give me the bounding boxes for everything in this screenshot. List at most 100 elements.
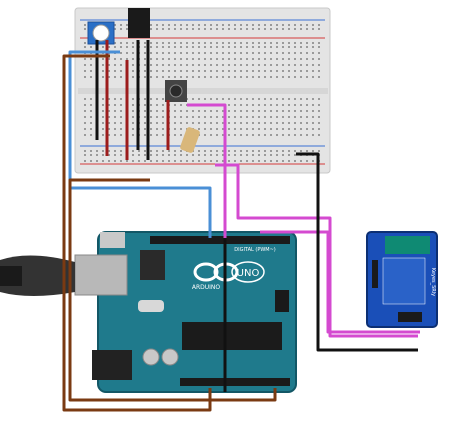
breadboard-hole — [138, 154, 140, 156]
breadboard-hole — [144, 128, 146, 130]
breadboard-hole — [204, 150, 206, 152]
breadboard-hole — [144, 122, 146, 124]
breadboard-hole — [186, 52, 188, 54]
breadboard-hole — [150, 24, 152, 26]
breadboard-hole — [132, 110, 134, 112]
breadboard-hole — [204, 122, 206, 124]
breadboard-hole — [258, 46, 260, 48]
breadboard-hole — [162, 64, 164, 66]
breadboard-hole — [246, 160, 248, 162]
breadboard-hole — [192, 24, 194, 26]
breadboard-hole — [156, 110, 158, 112]
breadboard-hole — [300, 70, 302, 72]
breadboard-hole — [210, 28, 212, 30]
breadboard-hole — [258, 134, 260, 136]
breadboard-hole — [162, 110, 164, 112]
breadboard-hole — [84, 128, 86, 130]
breadboard-hole — [192, 110, 194, 112]
breadboard-hole — [318, 24, 320, 26]
resistor-icon — [180, 127, 200, 153]
breadboard-hole — [108, 116, 110, 118]
breadboard-hole — [312, 110, 314, 112]
breadboard-hole — [288, 52, 290, 54]
breadboard-hole — [114, 122, 116, 124]
breadboard-hole — [270, 52, 272, 54]
breadboard-hole — [186, 42, 188, 44]
breadboard-hole — [294, 116, 296, 118]
breadboard-hole — [156, 24, 158, 26]
breadboard-hole — [204, 58, 206, 60]
breadboard-hole — [168, 160, 170, 162]
breadboard-hole — [234, 42, 236, 44]
breadboard-hole — [282, 104, 284, 106]
breadboard-hole — [150, 52, 152, 54]
breadboard-hole — [294, 24, 296, 26]
breadboard-hole — [270, 134, 272, 136]
breadboard-hole — [186, 28, 188, 30]
breadboard-hole — [234, 58, 236, 60]
breadboard-hole — [132, 64, 134, 66]
breadboard-hole — [294, 110, 296, 112]
breadboard-hole — [270, 150, 272, 152]
breadboard-hole — [198, 110, 200, 112]
breadboard-hole — [198, 58, 200, 60]
breadboard-hole — [240, 76, 242, 78]
breadboard-hole — [120, 64, 122, 66]
breadboard-hole — [222, 28, 224, 30]
breadboard-hole — [204, 24, 206, 26]
breadboard-hole — [312, 134, 314, 136]
breadboard-hole — [180, 150, 182, 152]
breadboard-hole — [150, 70, 152, 72]
breadboard-hole — [90, 64, 92, 66]
breadboard-hole — [162, 98, 164, 100]
breadboard-hole — [102, 160, 104, 162]
breadboard-hole — [252, 58, 254, 60]
breadboard-hole — [276, 128, 278, 130]
breadboard-hole — [216, 122, 218, 124]
breadboard-hole — [144, 64, 146, 66]
breadboard-hole — [240, 122, 242, 124]
breadboard-hole — [132, 154, 134, 156]
breadboard-hole — [318, 98, 320, 100]
breadboard-hole — [108, 104, 110, 106]
breadboard-hole — [156, 128, 158, 130]
breadboard-hole — [276, 64, 278, 66]
wire-black-relay — [296, 152, 418, 352]
breadboard-hole — [84, 110, 86, 112]
breadboard-hole — [156, 28, 158, 30]
breadboard-hole — [180, 104, 182, 106]
usb-chip — [140, 250, 165, 280]
breadboard-hole — [294, 98, 296, 100]
breadboard-hole — [168, 52, 170, 54]
breadboard-hole — [294, 154, 296, 156]
breadboard-hole — [222, 150, 224, 152]
breadboard-hole — [162, 70, 164, 72]
breadboard-hole — [258, 150, 260, 152]
breadboard-hole — [306, 46, 308, 48]
breadboard-hole — [186, 76, 188, 78]
breadboard-hole — [102, 58, 104, 60]
breadboard-hole — [276, 98, 278, 100]
breadboard-hole — [246, 128, 248, 130]
breadboard-hole — [228, 104, 230, 106]
wire-magenta-3 — [260, 230, 420, 334]
breadboard-hole — [282, 28, 284, 30]
voltage-regulator-icon — [128, 8, 150, 38]
breadboard-hole — [102, 116, 104, 118]
breadboard-hole — [162, 154, 164, 156]
breadboard-hole — [270, 28, 272, 30]
breadboard-hole — [90, 76, 92, 78]
breadboard-hole — [192, 46, 194, 48]
breadboard-hole — [282, 24, 284, 26]
breadboard-hole — [240, 58, 242, 60]
breadboard-hole — [120, 104, 122, 106]
breadboard-hole — [168, 70, 170, 72]
breadboard-hole — [228, 134, 230, 136]
breadboard-hole — [282, 52, 284, 54]
breadboard-hole — [198, 122, 200, 124]
breadboard-hole — [90, 128, 92, 130]
breadboard-hole — [222, 122, 224, 124]
breadboard-hole — [216, 128, 218, 130]
breadboard-hole — [288, 154, 290, 156]
breadboard-hole — [258, 42, 260, 44]
